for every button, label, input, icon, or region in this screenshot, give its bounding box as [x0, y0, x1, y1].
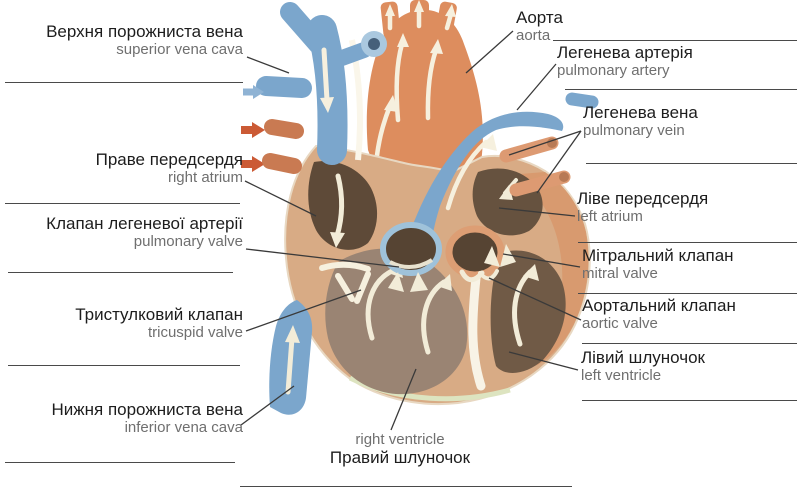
leader-left-ventricle [508, 351, 579, 371]
label-inferior-vena-cava: Нижня порожниста вена inferior vena cava [51, 400, 243, 436]
label-mitral-valve: Мітральний клапан mitral valve [582, 246, 734, 282]
label-en: tricuspid valve [147, 324, 243, 341]
label-en: right ventricle [355, 431, 445, 448]
label-aortic-valve: Аортальний клапан aortic valve [582, 296, 736, 332]
label-en: aorta [516, 27, 551, 44]
label-en: mitral valve [582, 265, 658, 282]
superior-vena-cava-shape [256, 2, 387, 165]
label-ua: Аорта [516, 8, 563, 27]
label-left-ventricle: Лівий шлуночок left ventricle [581, 348, 705, 384]
label-ua: Аортальний клапан [582, 296, 736, 315]
label-ua: Лівий шлуночок [581, 348, 705, 367]
label-ua: Правий шлуночок [329, 448, 471, 467]
label-pulmonary-artery: Легенева артерія pulmonary artery [557, 43, 693, 79]
answer-line-pulmonary-artery [565, 89, 797, 90]
leader-superior-vena-cava [246, 56, 290, 74]
label-left-atrium: Ліве передсердя left atrium [577, 189, 708, 225]
label-en: pulmonary artery [557, 62, 670, 79]
label-tricuspid-valve: Тристулковий клапан tricuspid valve [75, 305, 243, 341]
leader-pulmonary-valve [245, 248, 400, 268]
leader-mitral-valve [502, 253, 581, 268]
aorta-arrowheads [384, 0, 456, 112]
answer-line-mitral-valve [578, 293, 797, 294]
label-ua: Ліве передсердя [577, 189, 709, 208]
label-en: left ventricle [581, 367, 662, 384]
label-en: left atrium [577, 208, 643, 225]
label-ua: Мітральний клапан [582, 246, 734, 265]
leader-tricuspid-valve [245, 289, 362, 332]
leader-aorta [465, 30, 514, 74]
pulmonary-valve-shape [380, 222, 442, 292]
answer-line-tricuspid-valve [8, 365, 240, 366]
answer-line-left-atrium [578, 242, 797, 243]
label-aorta: Аорта aorta [516, 8, 563, 44]
tricuspid-valve-shape [319, 261, 371, 304]
right-atrium-shape [308, 161, 378, 250]
answer-line-aortic-valve [582, 343, 797, 344]
inferior-vena-cava-shape [269, 300, 313, 415]
septum-band [468, 273, 486, 391]
label-en: pulmonary vein [583, 122, 685, 139]
label-pulmonary-valve: Клапан легеневої артерії pulmonary valve [46, 214, 243, 250]
label-pulmonary-vein: Легенева вена pulmonary vein [583, 103, 698, 139]
answer-line-right-ventricle [240, 486, 572, 487]
label-ua: Легенева артерія [557, 43, 693, 62]
label-ua: Легенева вена [583, 103, 698, 122]
label-right-atrium: Праве передсердя right atrium [96, 150, 243, 186]
label-en: pulmonary valve [133, 233, 243, 250]
leader-lines [240, 30, 582, 431]
label-ua: Нижня порожниста вена [51, 400, 243, 419]
label-en: aortic valve [582, 315, 658, 332]
leader-right-atrium [244, 180, 317, 217]
answer-line-right-atrium [5, 203, 240, 204]
label-en: right atrium [167, 169, 243, 186]
label-en: superior vena cava [116, 41, 243, 58]
leader-right-ventricle [390, 368, 417, 431]
answer-line-svc [5, 82, 243, 83]
label-ua: Тристулковий клапан [75, 305, 243, 324]
inflow-arrows [241, 85, 304, 174]
leader-left-atrium [498, 207, 576, 217]
answer-line-left-ventricle [582, 400, 797, 401]
answer-line-aorta [553, 40, 797, 41]
leader-pulmonary-vein-1 [508, 130, 582, 156]
label-right-ventricle: right ventricle Правий шлуночок [280, 431, 520, 467]
answer-line-pulmonary-vein [586, 163, 797, 164]
label-ua: Праве передсердя [95, 150, 243, 169]
label-en: inferior vena cava [124, 419, 243, 436]
answer-line-pulmonary-valve [8, 272, 233, 273]
leader-pulmonary-vein-2 [536, 130, 582, 194]
leader-pulmonary-artery [516, 63, 557, 111]
label-ua: Верхня порожниста вена [46, 22, 243, 41]
leader-inferior-vena-cava [240, 385, 295, 426]
answer-line-ivc [5, 462, 235, 463]
label-ua: Клапан легеневої артерії [46, 214, 243, 233]
left-ventricle-shape [490, 250, 566, 373]
leader-aortic-valve [488, 277, 582, 321]
label-superior-vena-cava: Верхня порожниста вена superior vena cav… [46, 22, 243, 58]
